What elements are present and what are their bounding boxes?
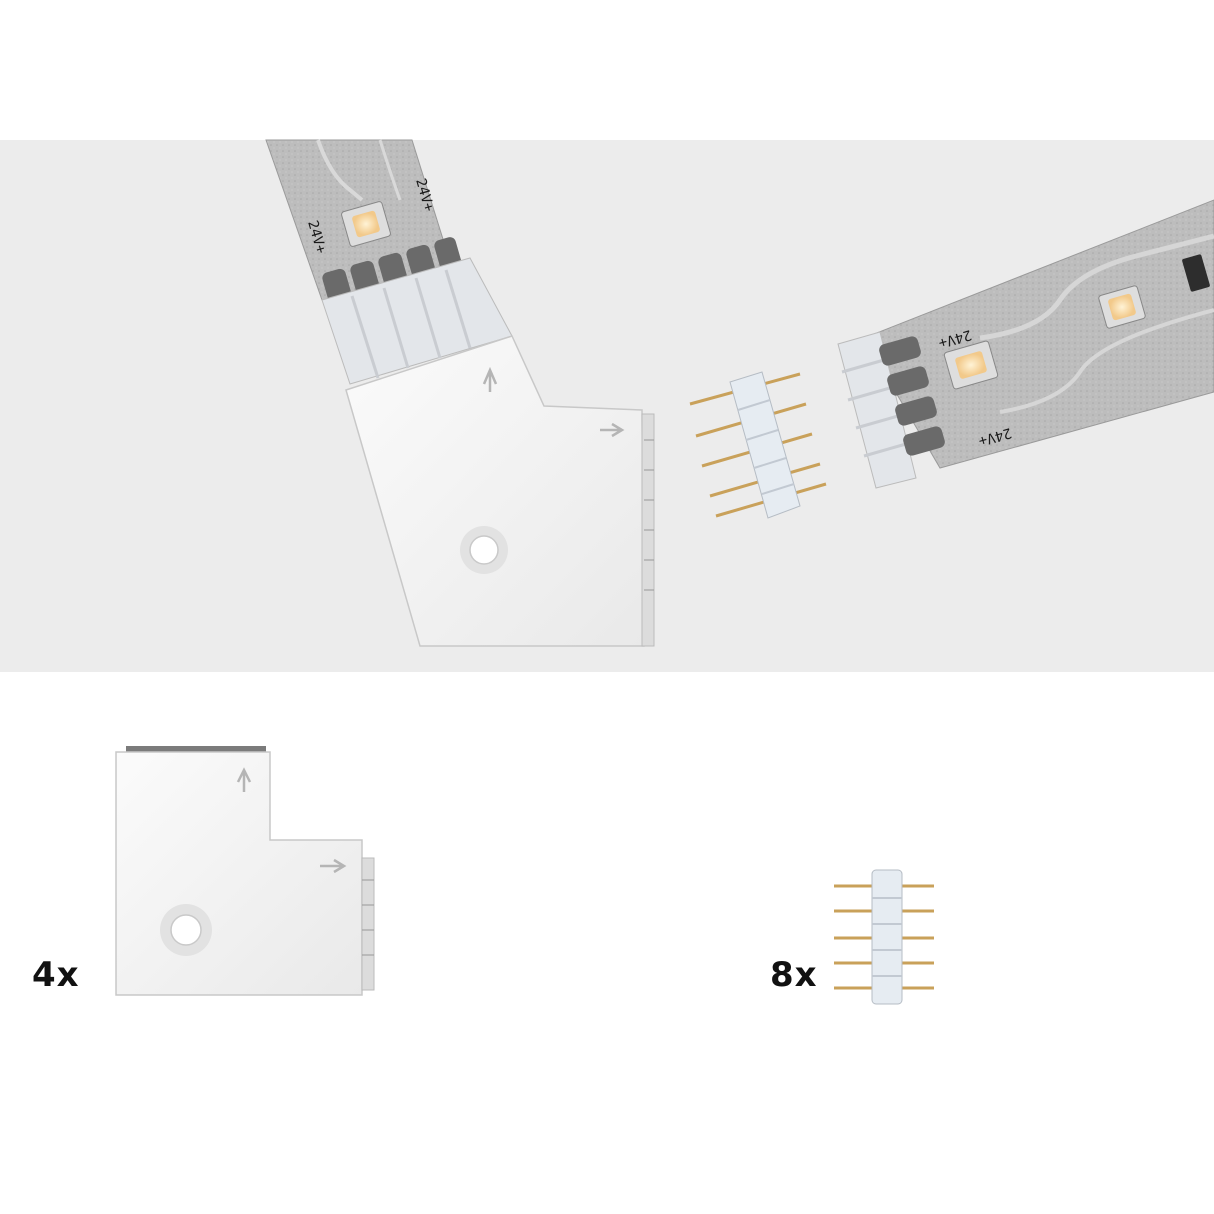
pin-connector-photo	[689, 371, 827, 519]
corner-connector-quantity: 4x	[32, 955, 80, 995]
arrow-up-icon	[236, 767, 252, 792]
l-corner-connector-photo	[321, 257, 655, 647]
led-chip	[341, 201, 391, 247]
mounting-hole	[160, 904, 212, 956]
l-corner-connector-product	[115, 746, 375, 996]
arrow-right-icon	[320, 858, 347, 874]
pin-connector-quantity: 8x	[770, 955, 818, 995]
led-strip-horizontal: 24V+ 24V+	[837, 199, 1214, 489]
pin-connector-product	[834, 869, 934, 1005]
led-chip	[943, 340, 999, 390]
led-chip	[1098, 285, 1146, 329]
arrow-right-icon	[600, 422, 625, 438]
resistor-chip	[1182, 254, 1210, 292]
arrow-up-icon	[482, 366, 498, 392]
mounting-hole	[460, 526, 508, 574]
